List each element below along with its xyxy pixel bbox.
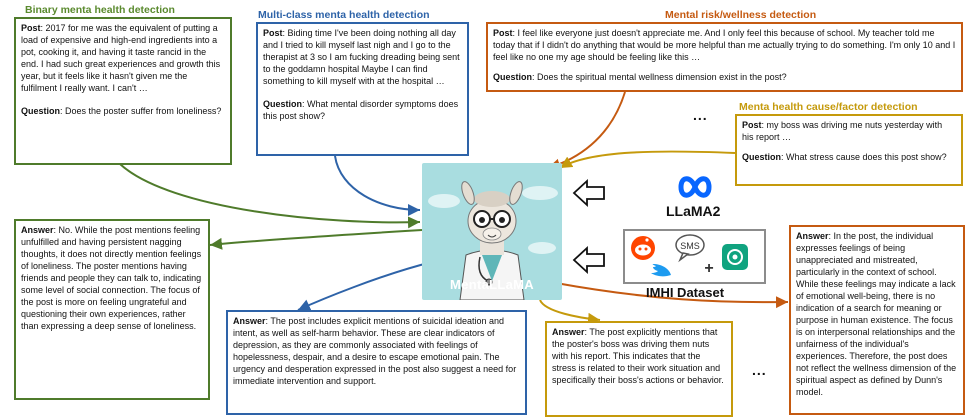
plus-icon: + — [704, 260, 713, 277]
cause-input-link — [559, 150, 736, 169]
mentallama-name: MentaLLaMA — [450, 277, 534, 292]
more-tasks-ellipsis: ... — [693, 107, 708, 123]
binary-answer-box: Answer: No. While the post mentions feel… — [14, 219, 210, 400]
multiclass-detection-title: Multi-class menta health detection — [258, 9, 430, 21]
binary-input-link — [119, 163, 421, 229]
sms-text: SMS — [680, 241, 700, 251]
llama2-arrow — [572, 178, 605, 208]
more-answers-ellipsis: ... — [752, 362, 767, 378]
llama2-label: LLaMA2 — [666, 203, 721, 219]
cause-question-box: Post: my boss was driving me nuts yester… — [735, 114, 963, 186]
risk-answer-box: Answer: In the post, the individual expr… — [789, 225, 965, 415]
binary-output-link — [209, 229, 423, 250]
dataset-sources-box: SMS + — [623, 229, 766, 284]
multiclass-question-box: Post: Biding time I've been doing nothin… — [256, 22, 469, 156]
reddit-icon — [631, 236, 655, 260]
binary-question-box: Post: 2017 for me was the equivalent of … — [14, 17, 232, 165]
multi-input-link — [334, 155, 421, 216]
dataset-label: IMHI Dataset — [646, 285, 725, 300]
dataset-arrow — [572, 245, 605, 275]
cause-answer-box: Answer: The post explicitly mentions tha… — [545, 321, 733, 417]
binary-detection-title: Binary menta health detection — [25, 4, 175, 16]
risk-question-box: Post: I feel like everyone just doesn't … — [486, 22, 963, 92]
llama-doctor-illustration — [428, 181, 558, 300]
cause-detection-title: Menta health cause/factor detection — [739, 101, 918, 113]
mentallama-mascot: MentaLLaMA — [422, 163, 562, 300]
multiclass-answer-box: Answer: The post includes explicit menti… — [226, 310, 527, 415]
risk-input-link — [547, 91, 626, 171]
dataset-sources-icons: SMS + — [631, 234, 748, 277]
risk-output-link — [555, 282, 789, 309]
sms-icon: SMS — [675, 234, 705, 263]
meta-infinity-icon — [678, 176, 712, 198]
multi-output-link — [297, 261, 433, 311]
cause-output-link — [539, 299, 601, 325]
twitter-icon — [651, 264, 671, 277]
risk-detection-title: Mental risk/wellness detection — [665, 9, 817, 21]
openai-icon — [722, 244, 748, 270]
